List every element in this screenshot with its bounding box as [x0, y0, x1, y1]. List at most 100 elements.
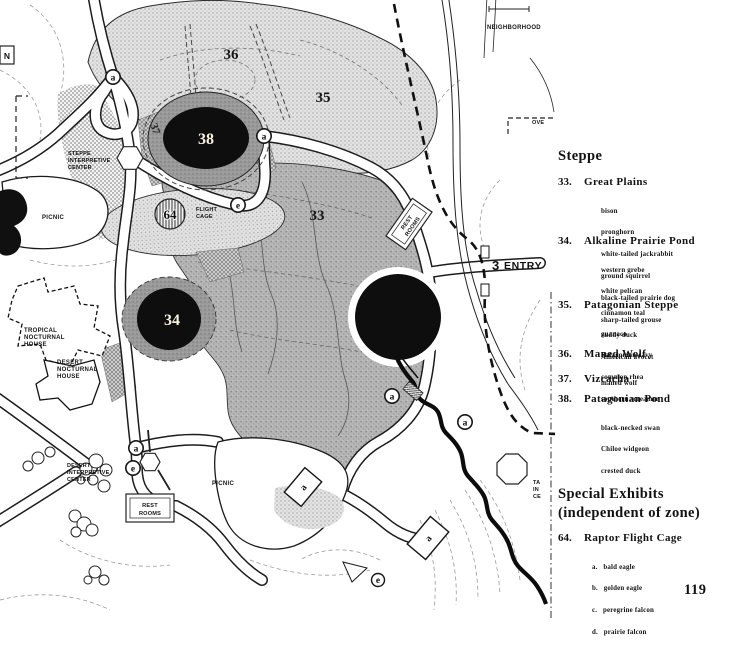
legend-item-64-number: 64.	[558, 532, 572, 544]
legend-panel: Steppe 33.Great Plains bison pronghorn w…	[556, 0, 741, 636]
scale-bar	[488, 6, 530, 12]
legend-item-37: 37. Vizcacha	[558, 369, 740, 387]
flight-cage-label-1: FLIGHT	[196, 207, 217, 213]
property-boundary	[15, 3, 555, 621]
legend-item-36-number: 36.	[558, 348, 572, 360]
legend-item-38: 38. Patagonian Pond black-necked swan Chi…	[558, 389, 740, 490]
rest-rooms-south-label-2: ROOMS	[139, 511, 161, 517]
taiga-partial-label-2: IN	[533, 487, 539, 493]
entry-label: ENTRY	[504, 260, 542, 272]
legend-item-37-name: Vizcacha	[584, 373, 630, 385]
pond-unlabeled	[355, 274, 441, 360]
shelter-a-west: a	[283, 466, 323, 508]
legend-item-38-name: Patagonian Pond	[584, 393, 671, 405]
marker-a-4: a	[383, 387, 400, 404]
legend-item-64: 64. Raptor Flight Cage a. bald eagle b. g…	[558, 528, 740, 651]
svg-text:a: a	[262, 132, 267, 142]
legend-item-35-number: 35.	[558, 299, 572, 311]
picnic-meadows	[0, 175, 369, 583]
page-number: 119	[684, 582, 707, 598]
legend-item-64-species: a. bald eagle b. golden eagle c. peregri…	[592, 563, 655, 637]
steppe-interpretive-center-building	[116, 146, 144, 170]
scanned-zoo-map-page: { "page": { "number": "119" }, "colors":…	[0, 0, 741, 637]
north-box: N	[0, 45, 15, 65]
marker-a-3: a	[128, 439, 145, 456]
zone-64-number: 64	[164, 207, 178, 222]
rest-rooms-building-north: REST ROOMS	[385, 197, 433, 251]
legend-item-34-species: western grebe white pelican cinnamon tea…	[601, 266, 654, 362]
legend-item-36-name: Maned Wolf	[584, 348, 647, 360]
legend-item-64-name: Raptor Flight Cage	[584, 532, 683, 544]
buildings: REST ROOMS REST ROOMS a a	[0, 6, 530, 586]
legend-item-34: 34.Alkaline Prairie Pond western grebe w…	[558, 231, 740, 376]
desert-house-label-1: DESERT	[57, 360, 83, 366]
zone-37-number: 37	[147, 122, 162, 137]
zone-34-number: 34	[164, 312, 180, 329]
river	[394, 351, 548, 605]
rest-rooms-building-south: REST ROOMS	[125, 493, 175, 523]
zone-33-number: 33	[310, 208, 325, 224]
tropical-house-label-2: NOCTURNAL	[24, 335, 65, 341]
legend-item-35: 35. Patagonian Steppe guanaco Patagonian …	[558, 295, 740, 418]
tropical-nocturnal-house-outline	[7, 277, 111, 367]
legend-item-37-number: 37.	[558, 373, 572, 385]
svg-text:e: e	[376, 576, 380, 586]
legend-item-36: 36.Maned Wolf maned wolf	[558, 344, 740, 401]
rest-rooms-south-label-1: REST	[142, 503, 158, 509]
zone-numbers: 36 35 33 38 34 64 37	[147, 47, 330, 329]
legend-item-35-name: Patagonian Steppe	[584, 299, 679, 311]
desert-house-label-2: NOCTURNAL	[57, 367, 98, 373]
tropical-house-label-3: HOUSE	[24, 342, 47, 348]
svg-text:a: a	[134, 444, 139, 454]
legend-item-33-species: bison pronghorn white-tailed jackrabbit …	[601, 207, 676, 325]
ponds	[121, 87, 448, 367]
legend-item-38-species: black-necked swan Chiloe widgeon crested…	[601, 424, 661, 476]
pond-34	[137, 288, 201, 350]
marker-a-5: a	[456, 413, 473, 430]
neighborhood-label: NEIGHBORHOOD	[487, 25, 541, 31]
steppe-center-label-2: INTERPRETIVE	[68, 158, 111, 164]
zone-35-number: 35	[316, 90, 331, 106]
flight-cage-label-2: CAGE	[196, 214, 213, 220]
marker-e-1: e	[230, 197, 247, 214]
taiga-interpretive-center-building	[496, 453, 528, 485]
pond-38	[163, 107, 249, 169]
map-canvas: REST ROOMS REST ROOMS a a	[0, 0, 555, 621]
svg-text:a: a	[463, 418, 468, 428]
marker-e-2: e	[125, 459, 142, 476]
steppe-center-label-1: STEPPE	[68, 151, 91, 157]
legend-item-35-species: guanaco Patagonian cavy common rhea sout…	[601, 330, 660, 404]
desert-center-label-1: DESERT	[67, 463, 91, 469]
picnic-west-label: PICNIC	[42, 215, 65, 221]
legend-item-34-name: Alkaline Prairie Pond	[584, 235, 696, 247]
taiga-partial-label-3: CE	[533, 494, 541, 500]
overlook-partial-label: OVE	[532, 120, 544, 126]
steppe-center-label-3: CENTER	[68, 165, 92, 171]
taiga-partial-label-1: TA	[533, 480, 540, 486]
legend-item-33-name: Great Plains	[584, 176, 648, 188]
desert-path-node	[139, 452, 161, 472]
zoo-map: REST ROOMS REST ROOMS a a	[0, 0, 555, 621]
desert-center-label-2: INTERPRETIVE	[67, 470, 110, 476]
picnic-south-label: PICNIC	[212, 481, 235, 487]
legend-item-38-number: 38.	[558, 393, 572, 405]
marker-a-1: a	[105, 69, 122, 86]
svg-text:a: a	[111, 73, 116, 83]
zone-38-number: 38	[198, 131, 214, 148]
flight-cage-structure	[154, 198, 186, 230]
north-label: N	[4, 51, 10, 61]
shelter-a-east: a	[406, 515, 450, 561]
zone-36-number: 36	[224, 47, 240, 63]
roads	[441, 0, 555, 431]
special-exhibits-title-1: Special Exhibits	[558, 486, 664, 502]
svg-text:a: a	[390, 392, 395, 402]
map-labels: NEIGHBORHOOD OVE 3 ENTRY STEPPE INTERPRE…	[24, 25, 544, 500]
desert-nocturnal-house-outline	[35, 359, 101, 411]
entry-number: 3	[492, 258, 499, 273]
legend-item-33: 33.Great Plains bison pronghorn white-ta…	[558, 172, 740, 339]
exhibit-markers: a a e a e a a e	[105, 69, 473, 588]
marker-a-2: a	[255, 128, 272, 145]
desert-house-label-3: HOUSE	[57, 374, 80, 380]
shelter-a-west-letter: a	[299, 483, 310, 493]
desert-center-rocks	[22, 446, 113, 586]
